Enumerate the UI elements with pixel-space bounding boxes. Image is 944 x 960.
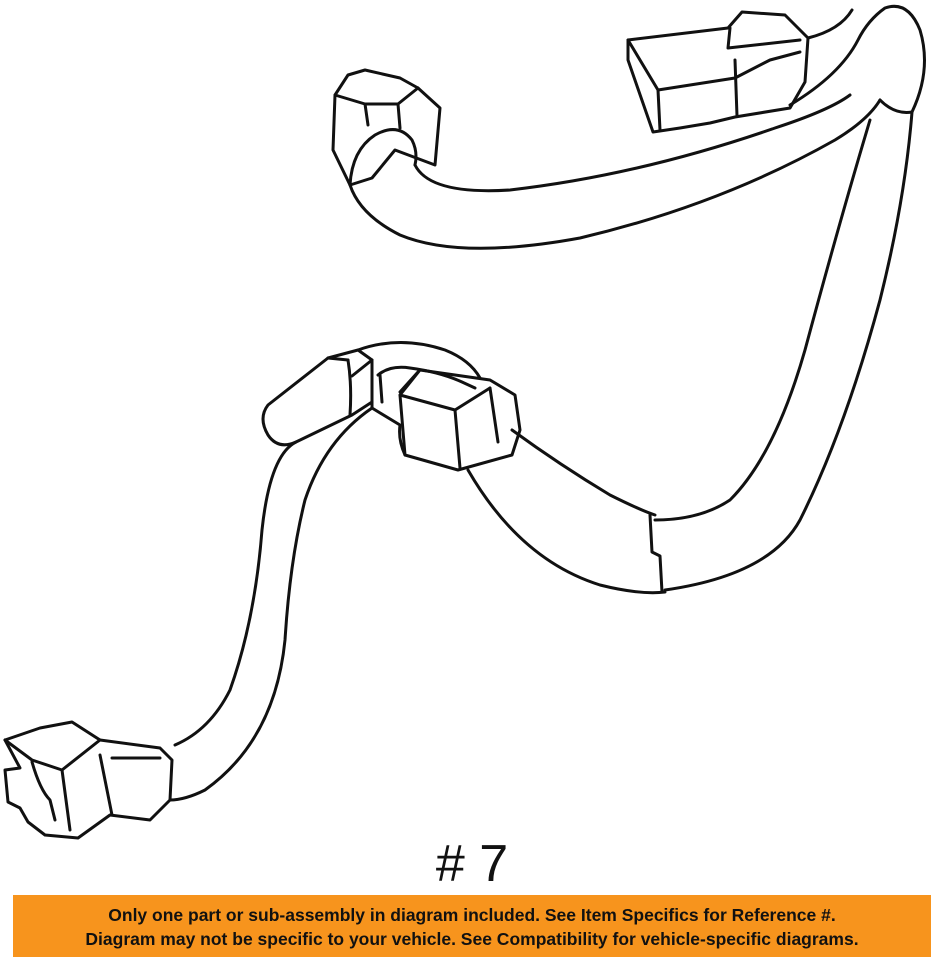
disclaimer-line-2: Diagram may not be specific to your vehi… — [85, 929, 859, 949]
middle-connector-cluster — [261, 341, 522, 472]
upper-left-connector — [331, 68, 442, 187]
middle-harness-tube — [466, 428, 667, 595]
upper-right-connector — [626, 10, 810, 134]
lower-harness-tube — [168, 406, 374, 802]
wiring-harness-diagram — [3, 4, 926, 840]
disclaimer-banner: Only one part or sub-assembly in diagram… — [13, 895, 931, 957]
vertical-harness-branch — [648, 110, 914, 594]
part-number-label: # 7 — [435, 835, 509, 893]
lower-left-connector — [3, 720, 174, 840]
upper-harness-tube — [348, 4, 926, 250]
disclaimer-line-1: Only one part or sub-assembly in diagram… — [108, 905, 836, 925]
